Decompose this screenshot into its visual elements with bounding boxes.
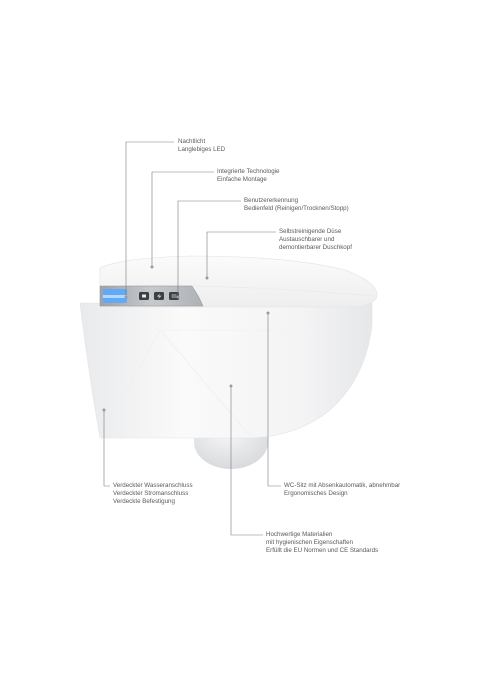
marker-materials (229, 384, 233, 388)
callout-line: mit hygienischen Eigenschaften (266, 539, 354, 546)
callout-line: Erfüllt die EU Normen und CE Standards (266, 547, 379, 554)
marker-seat (266, 311, 270, 315)
callout-line: Hochwertige Materialien (266, 531, 333, 538)
callout-seat: WC-Sitz mit Absenkautomatik, abnehmbar E… (284, 482, 400, 498)
leader-nozzle (206, 231, 276, 278)
leader-lines (103, 141, 281, 536)
callout-user-detection: Benutzererkennung Bedienfeld (Reinigen/T… (244, 197, 349, 213)
panel-button-stop[interactable] (139, 292, 149, 300)
callout-markers (102, 265, 270, 412)
marker-technology (150, 265, 154, 269)
callout-line: Nachtlicht (178, 138, 206, 145)
dryer-icon (171, 294, 177, 298)
callout-line: Einfache Montage (217, 176, 267, 183)
leader-user-detection (177, 200, 241, 297)
callout-line: Selbstreinigende Düse (279, 228, 342, 235)
marker-concealed (102, 408, 106, 412)
callout-line: Integrierte Technologie (217, 168, 280, 175)
callout-technology: Integrierte Technologie Einfache Montage (217, 168, 280, 184)
marker-nozzle (205, 276, 209, 280)
leader-concealed (103, 410, 110, 487)
callout-line: Benutzererkennung (244, 197, 299, 204)
leader-materials (230, 386, 263, 536)
panel-button-dry[interactable] (169, 292, 179, 300)
callout-line: Austauschbarer und (279, 236, 335, 243)
toilet-illustration (79, 255, 378, 469)
leader-seat (267, 313, 281, 487)
toilet-bowl (79, 302, 373, 439)
callout-line: demontierbarer Duschkopf (279, 244, 352, 251)
callout-line: Langlebiges LED (178, 146, 226, 153)
callout-line: Verdeckter Wasseranschluss (113, 482, 193, 489)
callout-nozzle: Selbstreinigende Düse Austauschbarer und… (279, 228, 352, 252)
marker-led (124, 295, 128, 299)
panel-button-flush[interactable] (154, 292, 164, 300)
callout-led: Nachtlicht Langlebiges LED (178, 138, 225, 154)
callout-line: Verdeckter Stromanschluss (113, 490, 189, 497)
callout-line: Verdeckte Befestigung (113, 498, 175, 505)
leader-led (125, 141, 174, 297)
callout-line: Ergonomisches Design (284, 490, 348, 497)
callout-materials: Hochwertige Materialien mit hygienischen… (266, 531, 378, 555)
stop-square-icon (142, 294, 146, 298)
callout-line: Bedienfeld (Reinigen/Trocknen/Stopp) (244, 205, 349, 212)
callout-concealed: Verdeckter Wasseranschluss Verdeckter St… (113, 482, 193, 506)
callout-line: WC-Sitz mit Absenkautomatik, abnehmbar (284, 482, 401, 489)
leader-technology (151, 171, 214, 267)
lightning-icon (157, 293, 162, 299)
marker-user-detection (176, 295, 180, 299)
